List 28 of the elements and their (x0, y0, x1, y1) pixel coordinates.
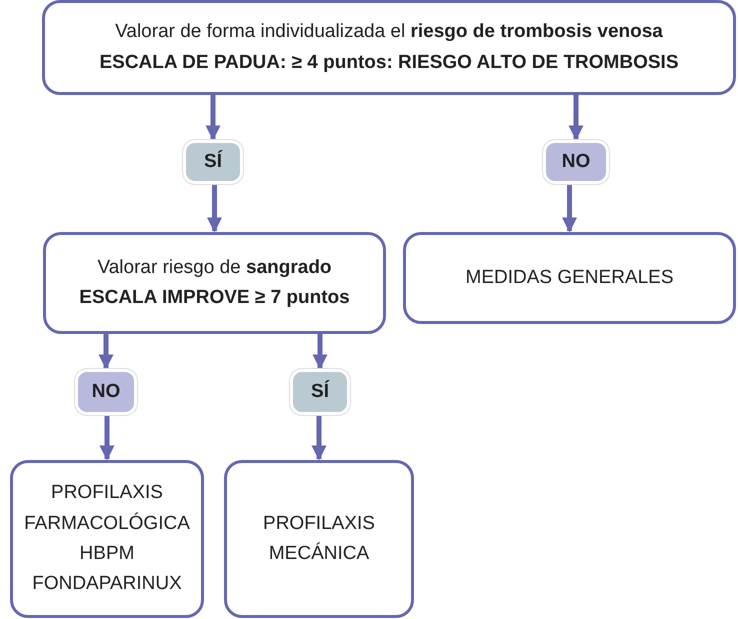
node-text: NO (90, 381, 122, 403)
decision-badge (543, 140, 609, 184)
arrow (207, 184, 222, 232)
scale-text: ESCALA IMPROVE ≥ 7 puntos (78, 286, 351, 310)
node-text: MEDIDAS GENERALES (464, 266, 674, 290)
node-text: SÍ (203, 151, 224, 173)
arrow (98, 334, 114, 370)
decision-badge (183, 140, 243, 184)
node-text: Valorar riesgo de sangrado (96, 256, 333, 280)
process-box (42, 0, 736, 95)
arrow (568, 95, 584, 140)
node-text: Valorar de forma individualizada el riesgo de trombosis venosa (114, 20, 664, 44)
node-text: PROFILAXIS FARMACOLÓGICA HBPM FONDAPARINUX (23, 481, 191, 596)
scale-text: ESCALA DE PADUA: ≥ 4 puntos: RIESGO ALTO DE TROMBOSIS (98, 50, 680, 74)
arrow (206, 95, 220, 140)
node-text: NO (560, 151, 592, 173)
outcome-box (10, 460, 204, 618)
decision-badge (75, 369, 137, 415)
outcome-box (224, 460, 414, 618)
outcome-box (403, 232, 736, 324)
arrow (100, 415, 114, 460)
arrow (562, 184, 577, 232)
process-box (43, 232, 386, 334)
node-text: SÍ (310, 381, 330, 403)
decision-badge (290, 369, 350, 415)
arrow (312, 415, 326, 460)
node-text: PROFILAXIS MECÁNICA (262, 512, 376, 566)
arrow (312, 334, 328, 370)
